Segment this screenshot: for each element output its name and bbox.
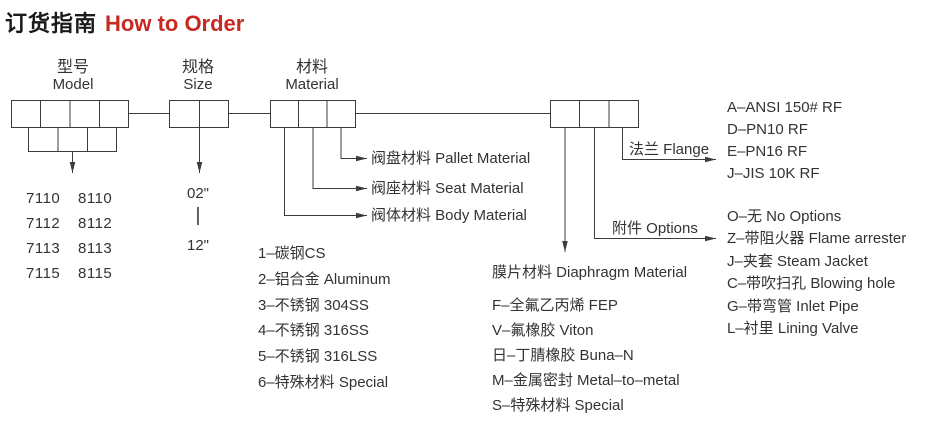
list-item: 4–不锈钢 316SS [258,322,369,340]
flange-label: 法兰 Flange [629,141,710,158]
model-label-en: Model [52,76,94,93]
model-code-boxes [11,100,129,152]
flange-options-list: A–ANSI 150# RF D–PN10 RF E–PN16 RF J–JIS… [727,97,842,185]
list-item: G–带弯管 Inlet Pipe [727,297,859,315]
material-label-zh: 材料 [295,59,328,76]
list-item: L–衬里 Lining Valve [727,320,859,338]
model-code: 8113 [78,240,113,257]
pallet-material-label: 阀盘材料 Pallet Material [371,150,531,167]
seat-material-label: 阀座材料 Seat Material [371,180,524,197]
page-title: 订货指南 How to Order [5,11,244,37]
right-code-boxes [550,100,639,128]
body-material-pointer [284,127,367,219]
size-label-zh: 规格 [181,59,214,76]
list-item: M–金属密封 Metal–to–metal [492,372,680,389]
list-item: 日–丁腈橡胶 Buna–N [492,347,634,364]
accessories-pointer [594,127,716,242]
material-label-en: Material [285,76,339,93]
material-code-boxes [270,100,356,128]
model-code: 8110 [78,190,113,207]
list-item: J–夹套 Steam Jacket [727,252,868,270]
page-title-en: How to Order [105,11,245,36]
list-item: J–JIS 10K RF [727,165,820,182]
accessories-options-list: O–无 No Options Z–带阻火器 Flame arrester J–夹… [727,206,906,340]
model-codes-col-8000: 8110 8112 8113 8115 [78,186,112,286]
model-label-zh: 型号 [56,59,89,76]
page-title-zh: 订货指南 [5,11,98,36]
list-item: 6–特殊材料 Special [258,373,389,391]
list-item: 5–不锈钢 316LSS [258,348,378,366]
list-item: F–全氟乙丙烯 FEP [492,297,618,314]
size-label-en: Size [183,76,213,93]
list-item: E–PN16 RF [727,143,808,160]
list-item: V–氟橡胶 Viton [492,322,594,339]
list-item: S–特殊材料 Special [492,397,624,414]
list-item: 3–不锈钢 304SS [258,296,369,314]
size-code-boxes [169,100,229,128]
list-item: C–带吹扫孔 Blowing hole [727,275,896,293]
list-item: D–PN10 RF [727,121,808,138]
material-options-list: 1–碳钢CS 2–铝合金 Aluminum 3–不锈钢 304SS 4–不锈钢 … [258,241,391,396]
seat-material-pointer [312,127,367,192]
accessories-label: 附件 Options [612,220,698,237]
model-code: 8115 [78,265,113,282]
list-item: Z–带阻火器 Flame arrester [727,230,907,248]
model-code: 7112 [26,215,61,232]
model-code: 7115 [26,265,61,282]
model-code: 8112 [78,215,113,232]
size-range-bar: | [195,205,201,226]
list-item: A–ANSI 150# RF [727,99,843,116]
list-item: 1–碳钢CS [258,245,326,262]
body-material-label: 阀体材料 Body Material [371,207,527,224]
diaphragm-header: 膜片材料 Diaphragm Material [492,264,688,281]
size-max: 12" [186,237,209,254]
pallet-material-pointer [340,127,367,162]
list-item: 2–铝合金 Aluminum [258,270,391,288]
size-min: 02" [186,185,209,202]
list-item: O–无 No Options [727,208,842,225]
diaphragm-options-list: F–全氟乙丙烯 FEP V–氟橡胶 Viton 日–丁腈橡胶 Buna–N M–… [492,293,680,418]
model-code: 7110 [26,190,61,207]
model-code: 7113 [26,240,61,257]
flange-pointer [622,127,716,163]
model-codes-col-7000: 7110 7112 7113 7115 [26,186,60,286]
